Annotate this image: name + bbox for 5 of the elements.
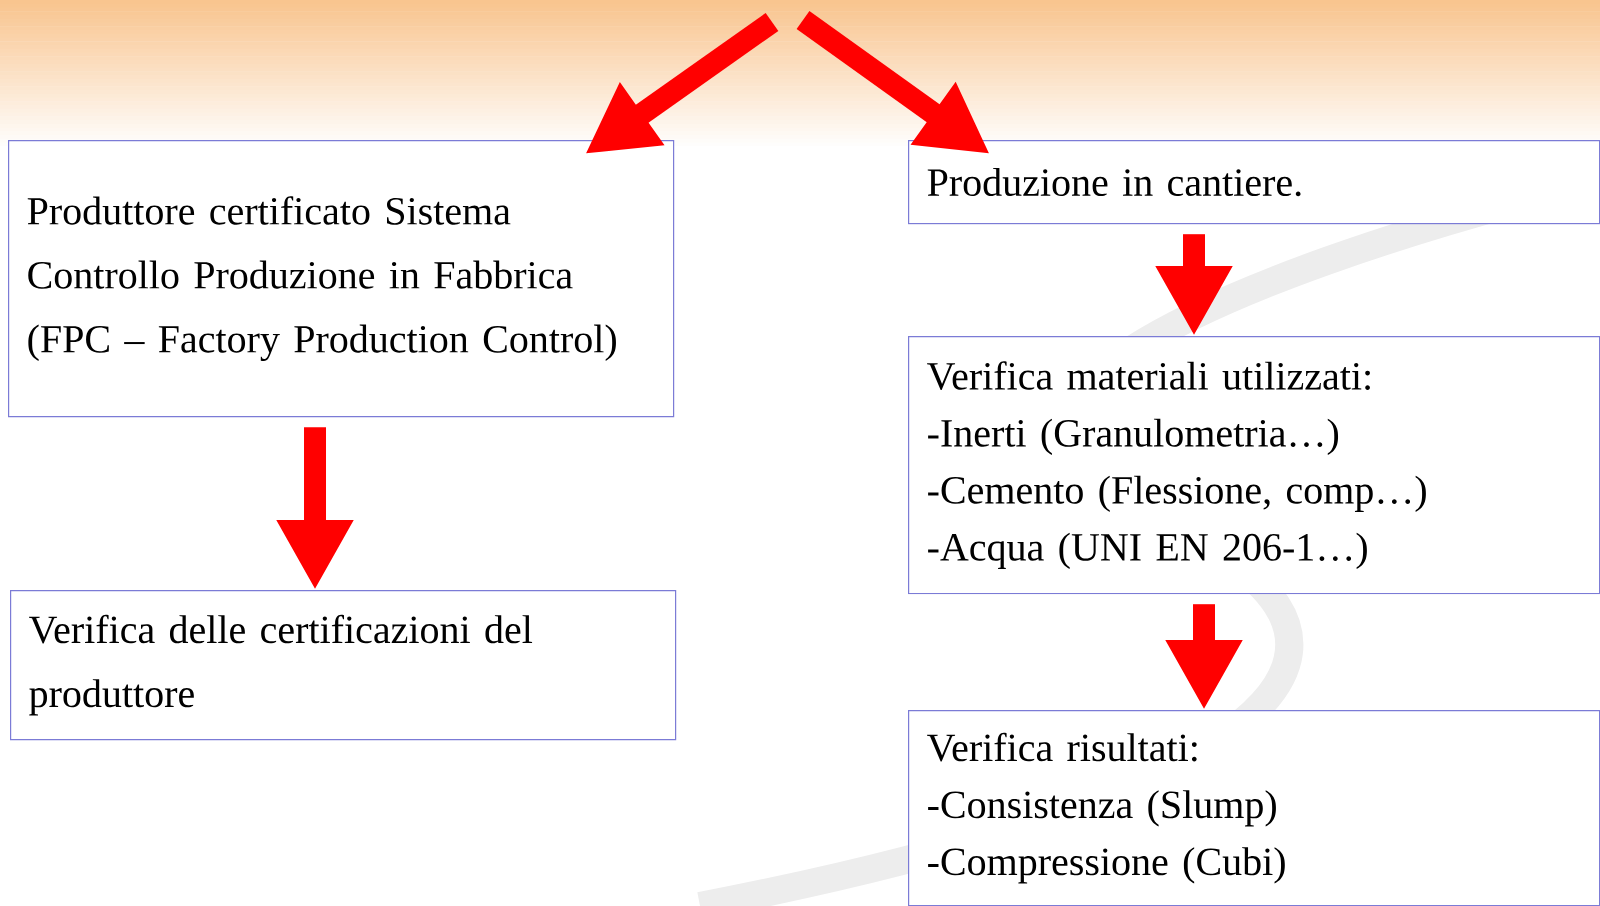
text-box: Produzione in cantiere. — [908, 140, 1600, 225]
text-box: Verifica delle certificazioni del produttore — [10, 590, 677, 741]
text-box: Verifica materiali utilizzati: -Inerti (Granulometria…) -Cemento (Flessione, comp…) -Acqua (UNI EN 206-1…) — [908, 336, 1600, 595]
text-box: Verifica risultati: -Consistenza (Slump) -Compressione (Cubi) — [908, 710, 1600, 906]
text-box: Produttore certificato Sistema Controllo Produzione in Fabbrica (FPC – Factory Production Control) — [8, 140, 675, 418]
